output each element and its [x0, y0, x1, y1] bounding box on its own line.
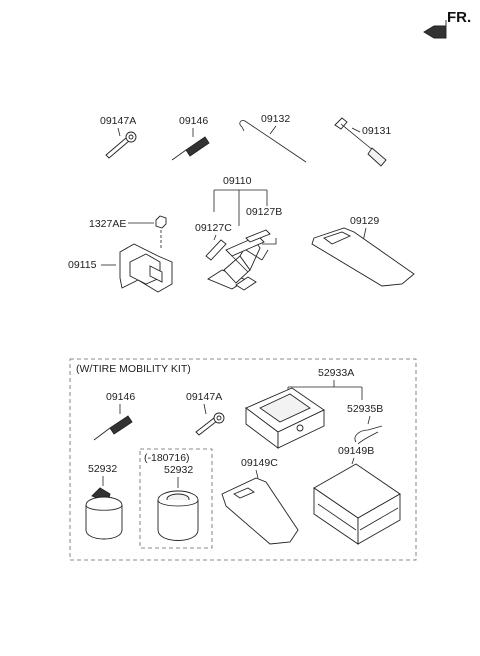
- part-09146-top[interactable]: 09146: [171, 115, 210, 161]
- part-label: 09115: [68, 259, 97, 271]
- arrow-left-icon: [423, 20, 447, 39]
- part-label: 52933A: [318, 367, 354, 379]
- part-09131[interactable]: 09131: [334, 117, 391, 167]
- scissor-jack[interactable]: [207, 229, 271, 291]
- part-label: 09131: [362, 125, 391, 137]
- part-label: 09147A: [186, 391, 222, 403]
- part-09149c[interactable]: 09149C: [221, 457, 299, 545]
- part-label: 09129: [350, 215, 379, 227]
- part-label: 09132: [261, 113, 290, 125]
- part-09132[interactable]: 09132: [239, 113, 307, 163]
- part-52932-sub[interactable]: 52932: [157, 464, 199, 541]
- part-label: 09146: [179, 115, 208, 127]
- part-label: 09147A: [100, 115, 136, 127]
- part-09115[interactable]: 09115: [68, 243, 173, 293]
- part-label: 52932: [164, 464, 193, 476]
- part-label: 52935B: [347, 403, 383, 415]
- part-09147a-kit[interactable]: 09147A: [186, 391, 225, 436]
- fr-direction-indicator: FR.: [423, 9, 471, 39]
- direction-label: FR.: [447, 9, 471, 26]
- part-52933a[interactable]: 52933A: [245, 367, 363, 449]
- part-label: 09149B: [338, 445, 374, 457]
- part-09127c[interactable]: 09127C: [195, 222, 232, 261]
- part-label: 09110: [223, 175, 252, 187]
- part-09149b[interactable]: 09149B: [313, 445, 401, 545]
- part-09147a-top[interactable]: 09147A: [100, 115, 137, 159]
- part-label: 09146: [106, 391, 135, 403]
- part-09129[interactable]: 09129: [311, 215, 415, 287]
- part-label: 09127C: [195, 222, 232, 234]
- sub-variant-box: [139, 448, 213, 549]
- part-09110[interactable]: 09110: [213, 175, 268, 226]
- part-label: 1327AE: [89, 218, 126, 230]
- part-52932-left[interactable]: 52932: [85, 463, 123, 540]
- part-52935b[interactable]: 52935B: [347, 403, 383, 445]
- part-09127b[interactable]: 09127B: [246, 206, 282, 245]
- part-09146-kit[interactable]: 09146: [93, 391, 135, 441]
- part-label: 52932: [88, 463, 117, 475]
- sub-date-label: (-180716): [144, 452, 190, 464]
- part-1327ae[interactable]: 1327AE: [89, 215, 167, 248]
- kit-title: (W/TIRE MOBILITY KIT): [76, 363, 191, 375]
- part-label: 09127B: [246, 206, 282, 218]
- part-label: 09149C: [241, 457, 278, 469]
